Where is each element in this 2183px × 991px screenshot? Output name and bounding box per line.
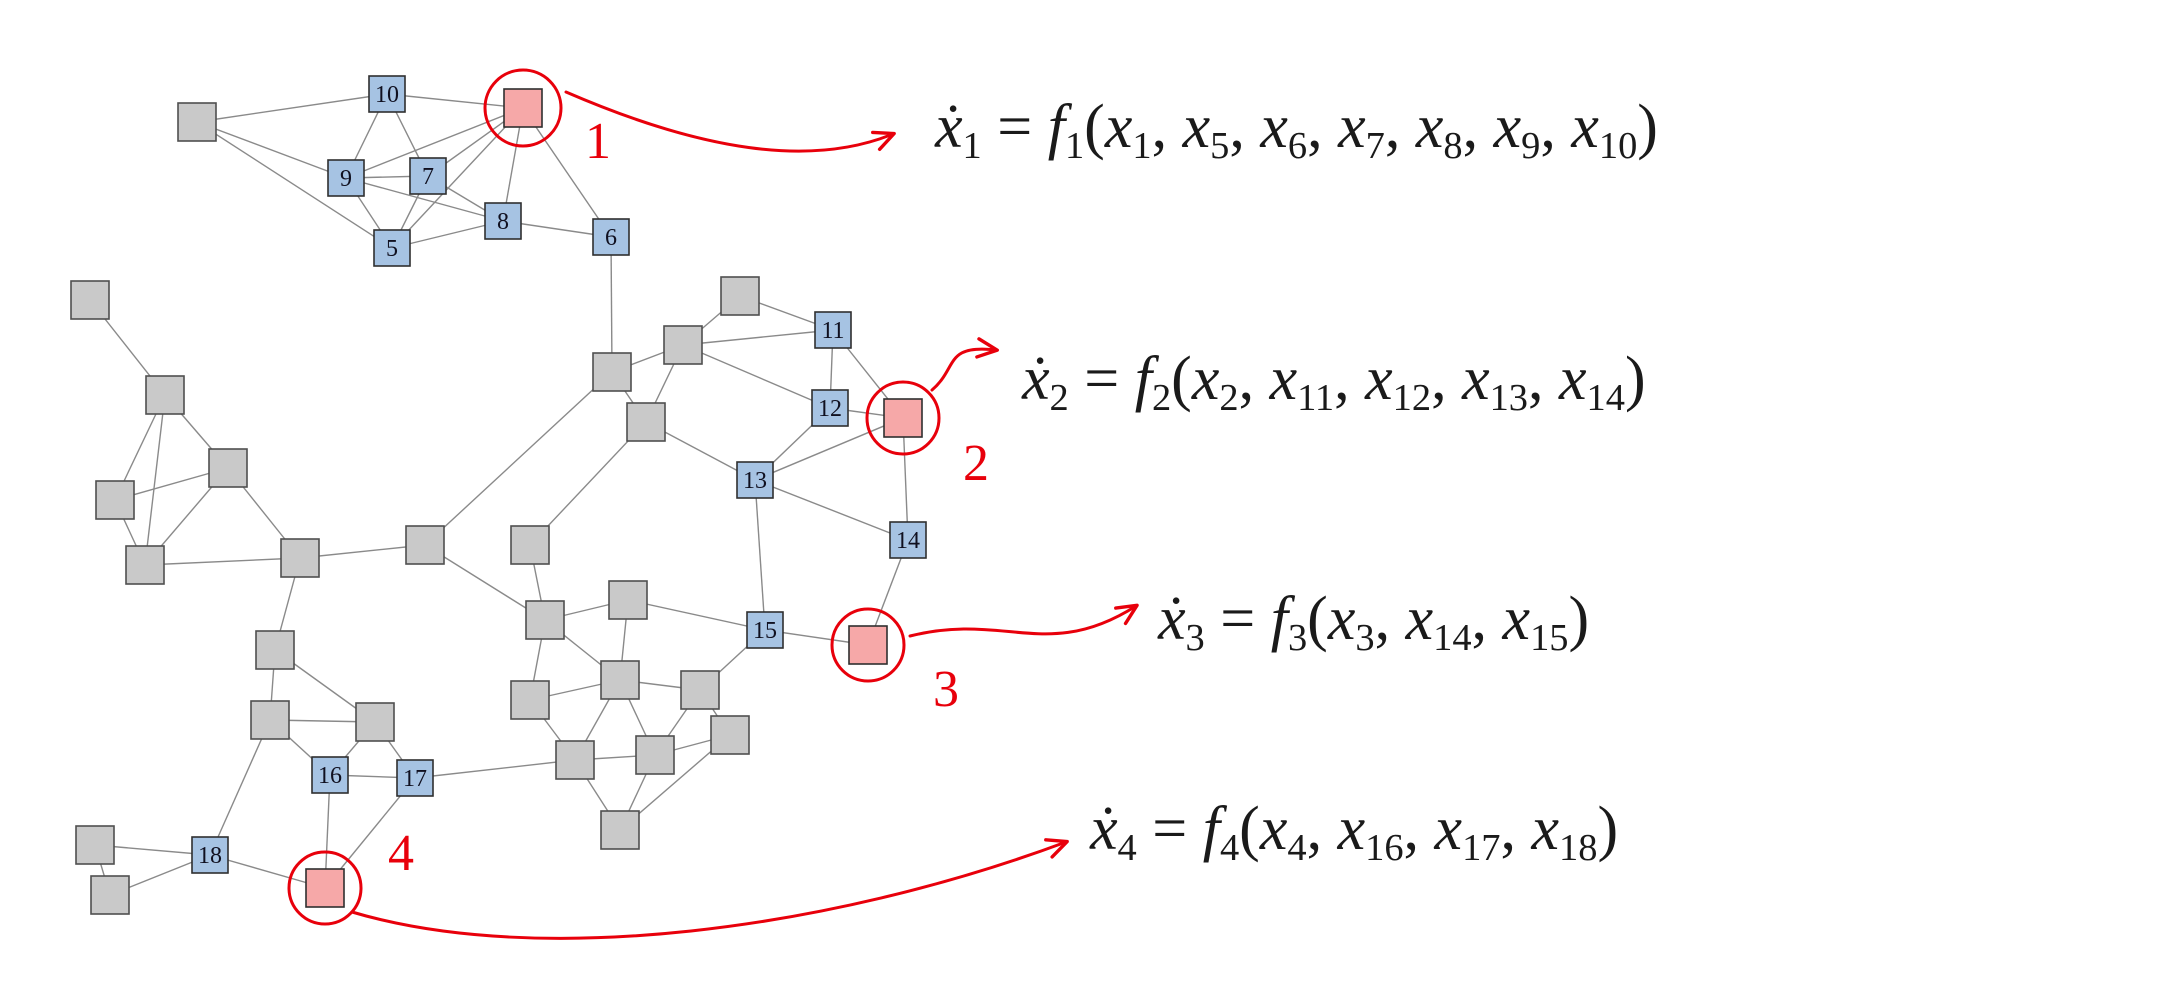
- graph-edge: [754, 479, 766, 631]
- graph-edge: [391, 107, 524, 249]
- graph-edge: [414, 759, 576, 779]
- graph-node: [95, 480, 135, 520]
- graph-node-label: 5: [386, 236, 398, 262]
- graph-node: [177, 102, 217, 142]
- graph-node-label: 12: [818, 396, 842, 422]
- graph-edge: [209, 719, 271, 856]
- graph-node: [280, 538, 320, 578]
- graph-node-9: [327, 159, 365, 197]
- graph-node-10: [368, 75, 406, 113]
- graph-node-label: 15: [753, 618, 777, 644]
- graph-node: [75, 825, 115, 865]
- graph-node: [250, 700, 290, 740]
- graph-edge: [196, 121, 347, 179]
- graph-node-8: [484, 202, 522, 240]
- graph-edge: [754, 479, 909, 541]
- graph-node: [555, 740, 595, 780]
- graph-edge: [424, 371, 613, 546]
- graph-edge: [682, 344, 831, 409]
- graph-node-label: 11: [821, 318, 844, 344]
- graph-node: [510, 525, 550, 565]
- graph-node: [525, 600, 565, 640]
- graph-edge: [386, 93, 524, 109]
- graph-node: [600, 810, 640, 850]
- graph-node: [208, 448, 248, 488]
- graph-node: [608, 580, 648, 620]
- graph-node-label: 16: [318, 763, 342, 789]
- graph-node-16: [311, 756, 349, 794]
- graph-edge: [345, 107, 524, 179]
- highlight-number-2: 2: [963, 435, 989, 492]
- highlight-number-3: 3: [933, 661, 959, 718]
- graph-node-label: 9: [340, 166, 352, 192]
- highlight-number-4: 4: [388, 825, 414, 882]
- graph-edge: [144, 394, 166, 566]
- graph-node: [90, 875, 130, 915]
- graph-node-highlighted: [848, 625, 888, 665]
- graph-edge: [682, 329, 834, 346]
- graph-node: [680, 670, 720, 710]
- graph-node-17: [396, 759, 434, 797]
- graph-node: [710, 715, 750, 755]
- graph-node-highlighted: [305, 868, 345, 908]
- graph-edge: [902, 417, 909, 541]
- graph-edge: [196, 121, 393, 249]
- graph-node-label: 8: [497, 209, 509, 235]
- highlight-circle-1: [483, 68, 563, 148]
- graph-node-label: 7: [422, 164, 434, 190]
- graph-edge: [196, 93, 388, 123]
- highlight-circle-2: [865, 380, 941, 456]
- graph-edge: [299, 544, 426, 559]
- graph-node-label: 10: [375, 82, 399, 108]
- graph-node-6: [592, 218, 630, 256]
- graph-node: [255, 630, 295, 670]
- graph-node: [125, 545, 165, 585]
- graph-node: [626, 402, 666, 442]
- graph-node-15: [746, 611, 784, 649]
- graph-node-18: [191, 836, 229, 874]
- graph-node-11: [814, 311, 852, 349]
- graph-node-7: [409, 157, 447, 195]
- graph-node: [592, 352, 632, 392]
- highlight-circle-3: [830, 607, 906, 683]
- graph-node: [510, 680, 550, 720]
- graph-edge: [345, 177, 504, 222]
- graph-node: [145, 375, 185, 415]
- graph-node-label: 13: [743, 468, 767, 494]
- highlight-circle-4: [287, 850, 363, 926]
- graph-node: [600, 660, 640, 700]
- graph-node: [355, 702, 395, 742]
- graph-node-14: [889, 521, 927, 559]
- graph-edge: [754, 417, 904, 481]
- graph-node-label: 14: [896, 528, 920, 554]
- highlight-number-1: 1: [585, 113, 611, 170]
- graph-node-label: 17: [403, 766, 427, 792]
- graph-edge: [424, 544, 546, 621]
- graph-edge: [627, 599, 766, 631]
- arrow-to-equation-4: [350, 838, 1069, 940]
- arrow-to-equation-2: [930, 337, 999, 392]
- graph-node-label: 6: [605, 225, 617, 251]
- arrow-to-equation-1: [564, 90, 896, 153]
- graph-edge: [529, 421, 647, 546]
- graph-node-highlighted: [883, 398, 923, 438]
- graph-node: [405, 525, 445, 565]
- graph-node-13: [736, 461, 774, 499]
- graph-edge: [144, 557, 301, 566]
- graph-node-highlighted: [503, 88, 543, 128]
- graph-node-label: 18: [198, 843, 222, 869]
- graph-edge: [522, 107, 612, 238]
- graph-node-12: [811, 389, 849, 427]
- graph-node-5: [373, 229, 411, 267]
- graph-node: [663, 325, 703, 365]
- graph-node: [70, 280, 110, 320]
- graph-edge: [610, 236, 613, 373]
- arrow-to-equation-3: [908, 603, 1139, 638]
- graph-node: [635, 735, 675, 775]
- graph-node: [720, 276, 760, 316]
